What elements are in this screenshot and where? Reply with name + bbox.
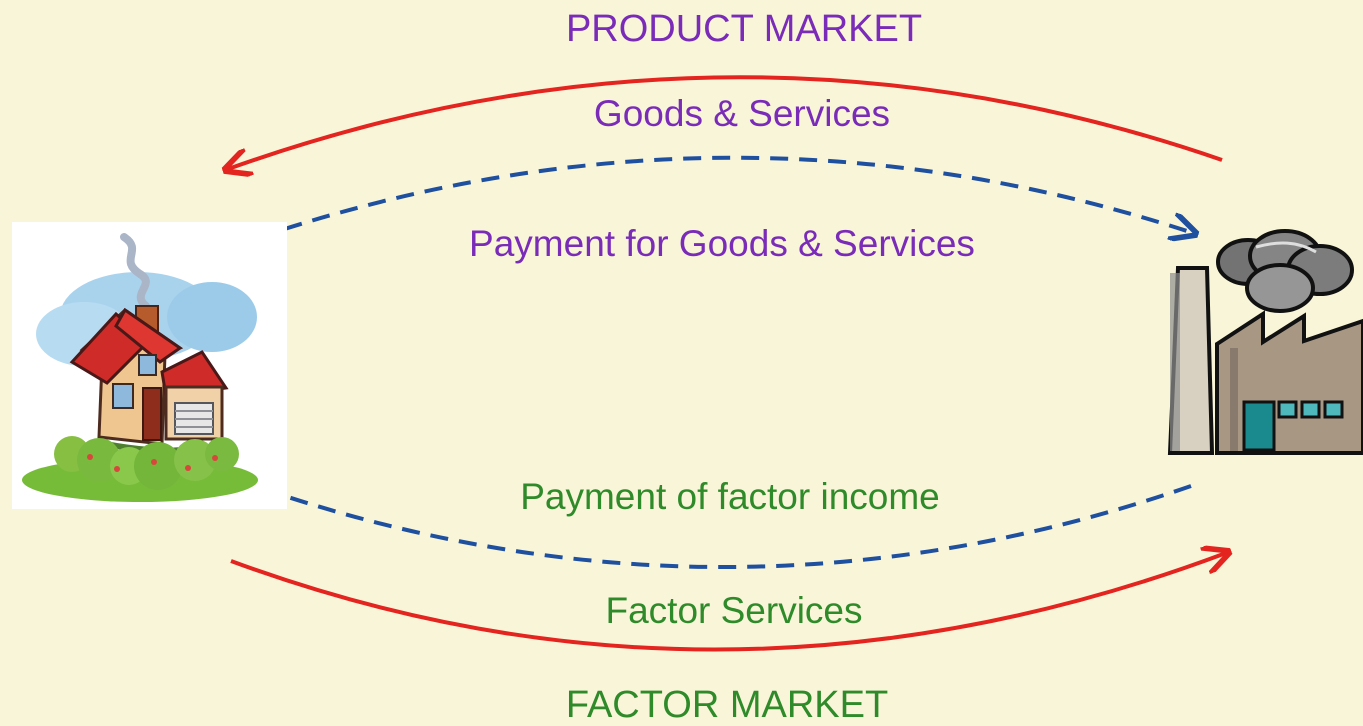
factory-icon (1167, 229, 1363, 455)
product-market-title: PRODUCT MARKET (565, 8, 923, 50)
goods-services-label: Goods & Services (593, 93, 891, 134)
factor-market-title: FACTOR MARKET (565, 684, 889, 726)
firm-illustration (1160, 228, 1363, 458)
payment-factor-income-label: Payment of factor income (520, 476, 940, 517)
payment-goods-services-label: Payment for Goods & Services (469, 223, 975, 264)
goods-services-arrow (228, 75, 1223, 169)
factor-services-arrow (230, 553, 1226, 652)
factor-services-label: Factor Services (605, 590, 863, 631)
house-icon (22, 233, 258, 502)
payment-goods-arrow (256, 155, 1193, 238)
payment-factor-income-arrow (255, 486, 1192, 569)
household-illustration (12, 222, 287, 509)
